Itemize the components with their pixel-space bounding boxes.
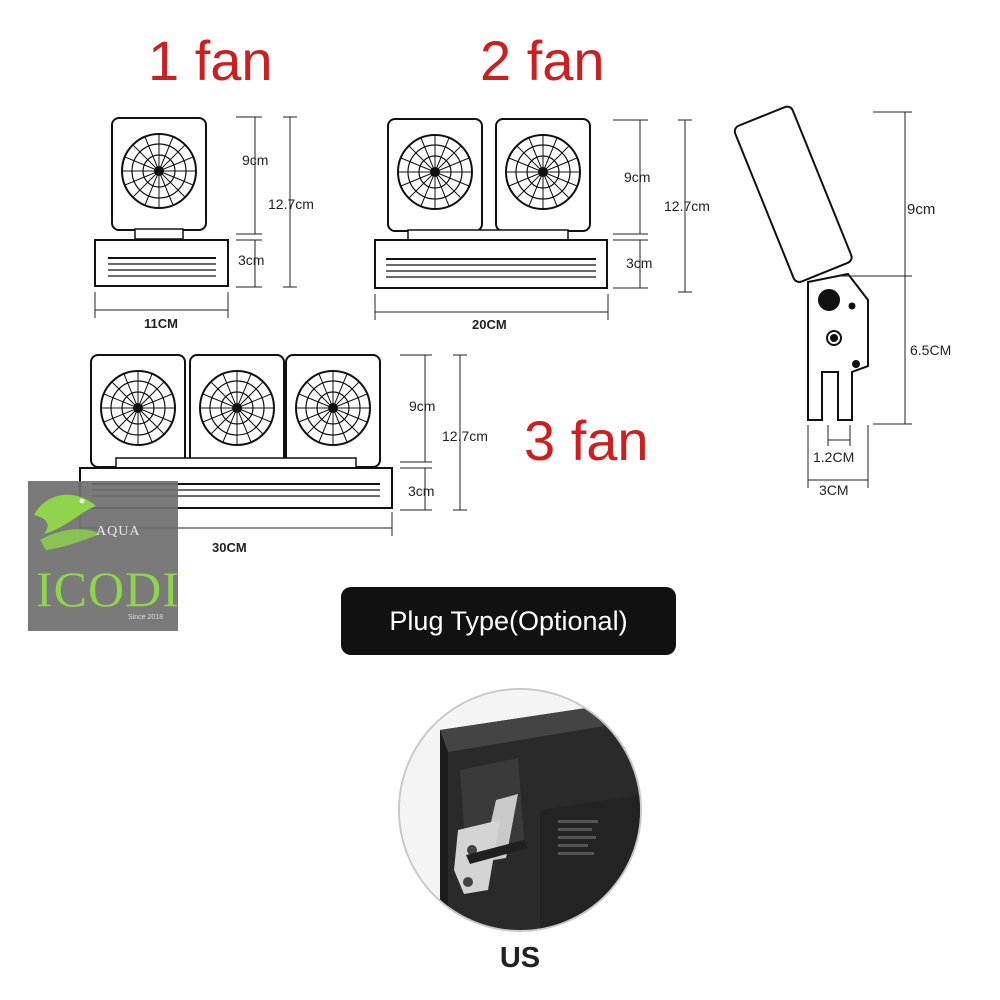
two-fan-width: 20CM	[472, 317, 507, 332]
clip-total-width: 3CM	[819, 482, 849, 498]
one-fan-unit	[94, 118, 229, 287]
title-3-fan: 3 fan	[524, 409, 649, 472]
three-fan-base-height: 3cm	[408, 483, 435, 499]
logo-since-text: Since 2018	[128, 614, 164, 621]
clip-dim-lines	[807, 111, 912, 488]
clip-bottom-height: 6.5CM	[910, 342, 952, 358]
one-fan-total-height: 12.7cm	[268, 196, 314, 212]
clip-unit	[733, 105, 869, 421]
one-fan-dim-lines	[94, 116, 297, 318]
plug-type-us-label: US	[499, 942, 541, 974]
plug-type-label: Plug Type(Optional)	[341, 587, 676, 655]
two-fan-total-height: 12.7cm	[664, 198, 710, 214]
us-plug-image	[398, 688, 642, 932]
title-2-fan: 2 fan	[480, 29, 605, 92]
logo-main-text: ICODI	[36, 561, 180, 617]
three-fan-width: 30CM	[212, 540, 247, 555]
us-plug-icon	[400, 690, 640, 930]
logo-aqua-text: AQUA	[96, 524, 141, 539]
one-fan-fan-height: 9cm	[242, 152, 269, 168]
clip-top-height: 9cm	[907, 201, 936, 218]
two-fan-base-height: 3cm	[626, 255, 653, 271]
two-fan-unit	[374, 119, 608, 289]
one-fan-width: 11CM	[144, 316, 178, 331]
clip-gap-width: 1.2CM	[813, 449, 855, 465]
plug-type-text: Plug Type(Optional)	[389, 605, 628, 636]
three-fan-total-height: 12.7cm	[442, 428, 488, 444]
three-fan-fan-height: 9cm	[409, 398, 436, 414]
two-fan-fan-height: 9cm	[624, 169, 651, 185]
title-1-fan: 1 fan	[148, 29, 273, 92]
two-fan-dim-lines	[374, 119, 692, 320]
one-fan-base-height: 3cm	[238, 252, 265, 268]
